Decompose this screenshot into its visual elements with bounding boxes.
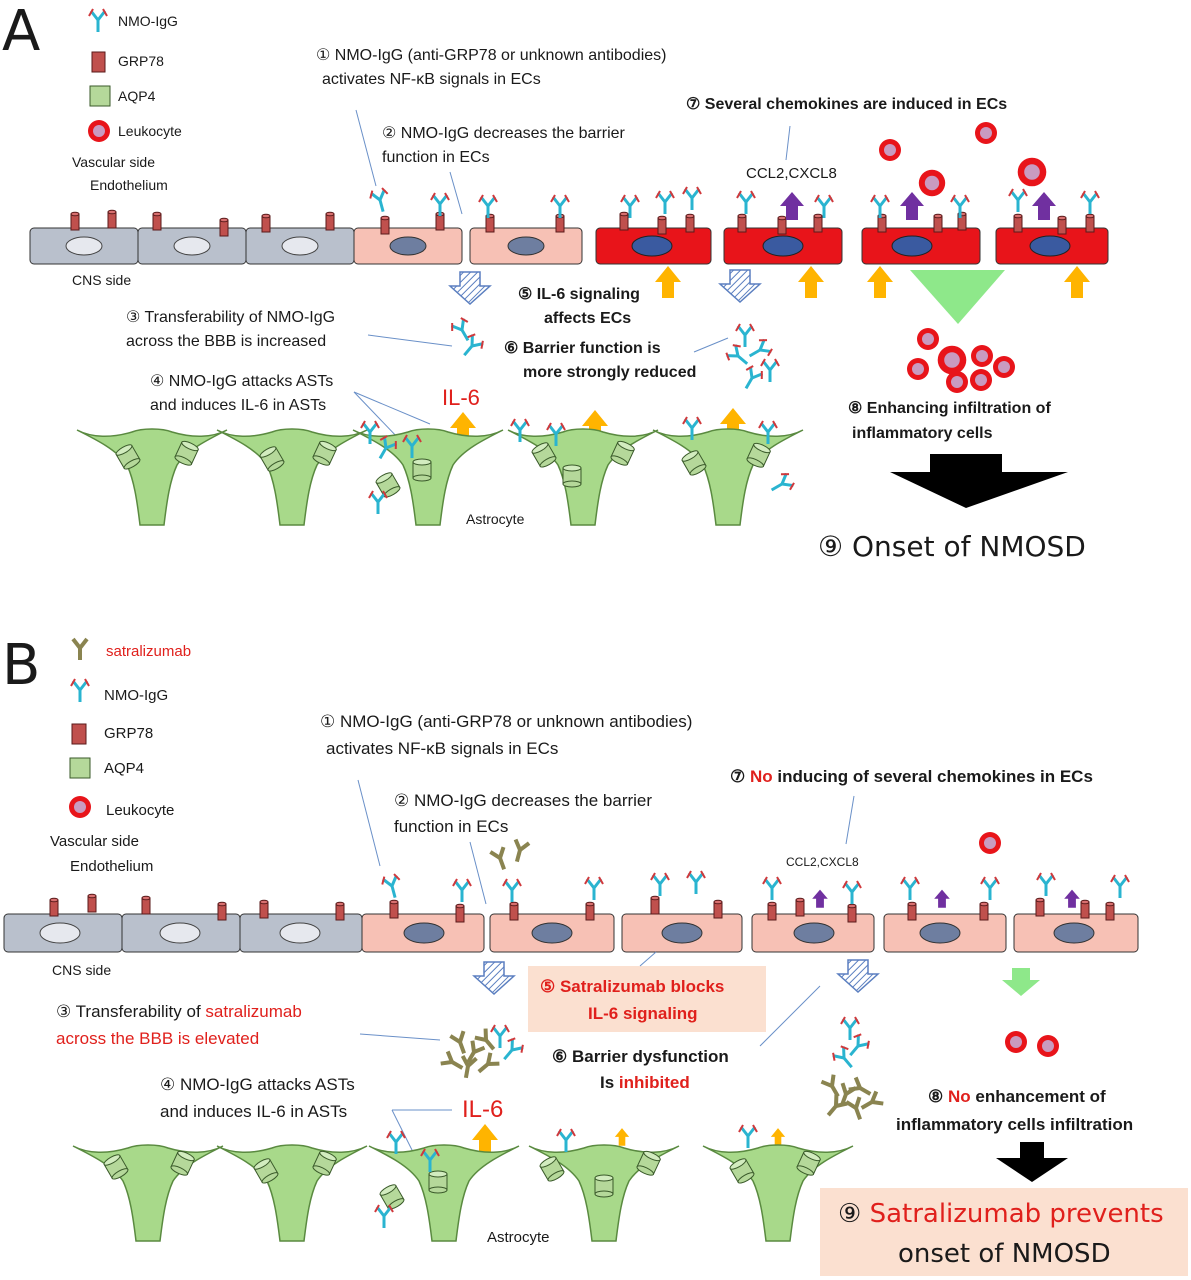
legend-leukocyte-label: Leukocyte <box>118 123 182 139</box>
nucleus <box>1053 922 1095 944</box>
panel-b-chemokines: CCL2,CXCL8 <box>786 855 859 869</box>
panel-b-step7: ⑦ No inducing of several chemokines in E… <box>730 767 1093 786</box>
green-arrow <box>1002 968 1040 996</box>
panel-a-legend: NMO-IgG GRP78 AQP4 Leukocyte <box>87 7 182 142</box>
panel-b-step5-line2: IL-6 signaling <box>588 1004 698 1023</box>
legend-grp78-label: GRP78 <box>104 725 153 742</box>
nucleus <box>65 236 103 256</box>
panel-a-step2-line2: function in ECs <box>382 149 490 166</box>
nucleus <box>762 235 804 257</box>
legend-nmo-igg-label: NMO-IgG <box>118 13 178 29</box>
nucleus <box>1029 235 1071 257</box>
panel-a-cns-side: CNS side <box>72 272 131 288</box>
panel-a-step3-line1: ③ Transferability of NMO-IgG <box>126 309 335 326</box>
panel-a-vascular-side: Vascular side <box>72 154 155 170</box>
panel-b-astrocyte-label: Astrocyte <box>487 1229 550 1246</box>
panel-b-step8-line1: ⑧ No enhancement of <box>928 1087 1106 1106</box>
panel-b-astrocyte-row: Astrocyte <box>72 1123 854 1246</box>
panel-b-step9-line2: onset of NMOSD <box>898 1239 1111 1269</box>
panel-b-step5-line1: ⑤ Satralizumab blocks <box>540 977 724 996</box>
nucleus <box>173 236 211 256</box>
panel-a-step6-line2: more strongly reduced <box>523 364 696 381</box>
panel-a-endothelial-row <box>29 185 1109 265</box>
nucleus <box>281 236 319 256</box>
panel-a-step8-line2: inflammatory cells <box>852 425 993 442</box>
legend-aqp4-icon <box>89 85 111 107</box>
nucleus <box>39 922 81 944</box>
nucleus <box>631 235 673 257</box>
panel-b-step4-line2: and induces IL-6 in ASTs <box>160 1102 347 1121</box>
nucleus <box>531 922 573 944</box>
panel-b-step3-line1: ③ Transferability of satralizumab <box>56 1002 302 1021</box>
panel-a-step3-line2: across the BBB is increased <box>126 333 326 350</box>
panel-b-letter: B <box>2 633 40 698</box>
panel-a-step5-line1: ⑤ IL-6 signaling <box>518 286 640 303</box>
panel-a-endothelium: Endothelium <box>90 177 168 193</box>
legend-aqp4-icon <box>69 757 91 779</box>
legend-nmo-igg-icon <box>87 7 109 34</box>
panel-b-endothelial-row <box>3 869 1139 953</box>
legend-leukocyte-icon <box>88 120 110 142</box>
panel-a-step7: ⑦ Several chemokines are induced in ECs <box>686 96 1007 113</box>
panel-b-step8-line2: inflammatory cells infiltration <box>896 1115 1133 1134</box>
legend-leukocyte-icon <box>69 796 91 818</box>
panel-a-step5-line2: affects ECs <box>544 310 631 327</box>
legend-grp78-icon <box>71 723 87 745</box>
panel-b-step4-line1: ④ NMO-IgG attacks ASTs <box>160 1075 355 1094</box>
panel-a-step1-line2: activates NF-κB signals in ECs <box>322 71 541 88</box>
black-arrow <box>890 454 1068 508</box>
panel-a-astrocyte-row: Astrocyte <box>76 415 804 527</box>
panel-b: B satralizumab NMO-IgG GRP78 AQP4 Leukoc… <box>2 633 1188 1276</box>
legend-grp78-label: GRP78 <box>118 53 164 69</box>
panel-a-chemokines: CCL2,CXCL8 <box>746 165 837 182</box>
nucleus <box>279 922 321 944</box>
legend-leukocyte-label: Leukocyte <box>106 802 174 819</box>
black-arrow <box>996 1142 1068 1182</box>
nucleus <box>403 922 445 944</box>
panel-a-step6-line1: ⑥ Barrier function is <box>504 340 661 357</box>
panel-b-legend: satralizumab NMO-IgG GRP78 AQP4 Leukocyt… <box>69 637 191 819</box>
panel-a-step4-line1: ④ NMO-IgG attacks ASTs <box>150 373 333 390</box>
nucleus <box>919 922 961 944</box>
panel-a: A NMO-IgG GRP78 AQP4 Leukocyte Vascular … <box>2 0 1109 563</box>
panel-b-step1-line1: ① NMO-IgG (anti-GRP78 or unknown antibod… <box>320 712 692 731</box>
panel-a-step2-line1: ② NMO-IgG decreases the barrier <box>382 125 626 142</box>
panel-b-step2-line1: ② NMO-IgG decreases the barrier <box>394 791 652 810</box>
panel-b-step6-line2: Is inhibited <box>600 1073 690 1092</box>
panel-b-step5-box <box>528 966 766 1032</box>
nucleus <box>389 236 427 256</box>
panel-b-step9-box <box>820 1188 1188 1276</box>
panel-b-step3-line2: across the BBB is elevated <box>56 1029 259 1048</box>
nucleus <box>661 922 703 944</box>
green-arrow <box>910 270 1005 324</box>
panel-a-step4-line2: and induces IL-6 in ASTs <box>150 397 326 414</box>
panel-b-step6-line1: ⑥ Barrier dysfunction <box>552 1047 729 1066</box>
panel-b-vascular-side: Vascular side <box>50 833 139 850</box>
panel-b-il6-label: IL-6 <box>462 1096 503 1123</box>
legend-satralizumab-label: satralizumab <box>106 643 191 660</box>
panel-a-step8-line1: ⑧ Enhancing infiltration of <box>848 400 1051 417</box>
panel-b-cns-side: CNS side <box>52 962 111 978</box>
nucleus <box>891 235 933 257</box>
legend-aqp4-label: AQP4 <box>104 760 144 777</box>
panel-a-il6-label: IL-6 <box>442 385 480 410</box>
panel-b-step2-line2: function in ECs <box>394 817 508 836</box>
panel-b-step9-line1: ⑨ Satralizumab prevents <box>838 1199 1164 1229</box>
panel-b-step1-line2: activates NF-κB signals in ECs <box>326 739 558 758</box>
nucleus <box>159 922 201 944</box>
panel-a-letter: A <box>2 0 40 64</box>
panel-a-step1-line1: ① NMO-IgG (anti-GRP78 or unknown antibod… <box>316 47 666 64</box>
legend-nmo-igg-icon <box>69 677 91 704</box>
legend-nmo-igg-label: NMO-IgG <box>104 687 168 704</box>
legend-satralizumab-icon <box>71 637 89 662</box>
legend-grp78-icon <box>91 51 106 73</box>
nucleus <box>793 922 835 944</box>
panel-b-endothelium: Endothelium <box>70 858 153 875</box>
panel-a-astrocyte-label: Astrocyte <box>466 511 525 527</box>
panel-a-step9: ⑨ Onset of NMOSD <box>818 530 1086 563</box>
nucleus <box>507 236 545 256</box>
legend-aqp4-label: AQP4 <box>118 88 156 104</box>
